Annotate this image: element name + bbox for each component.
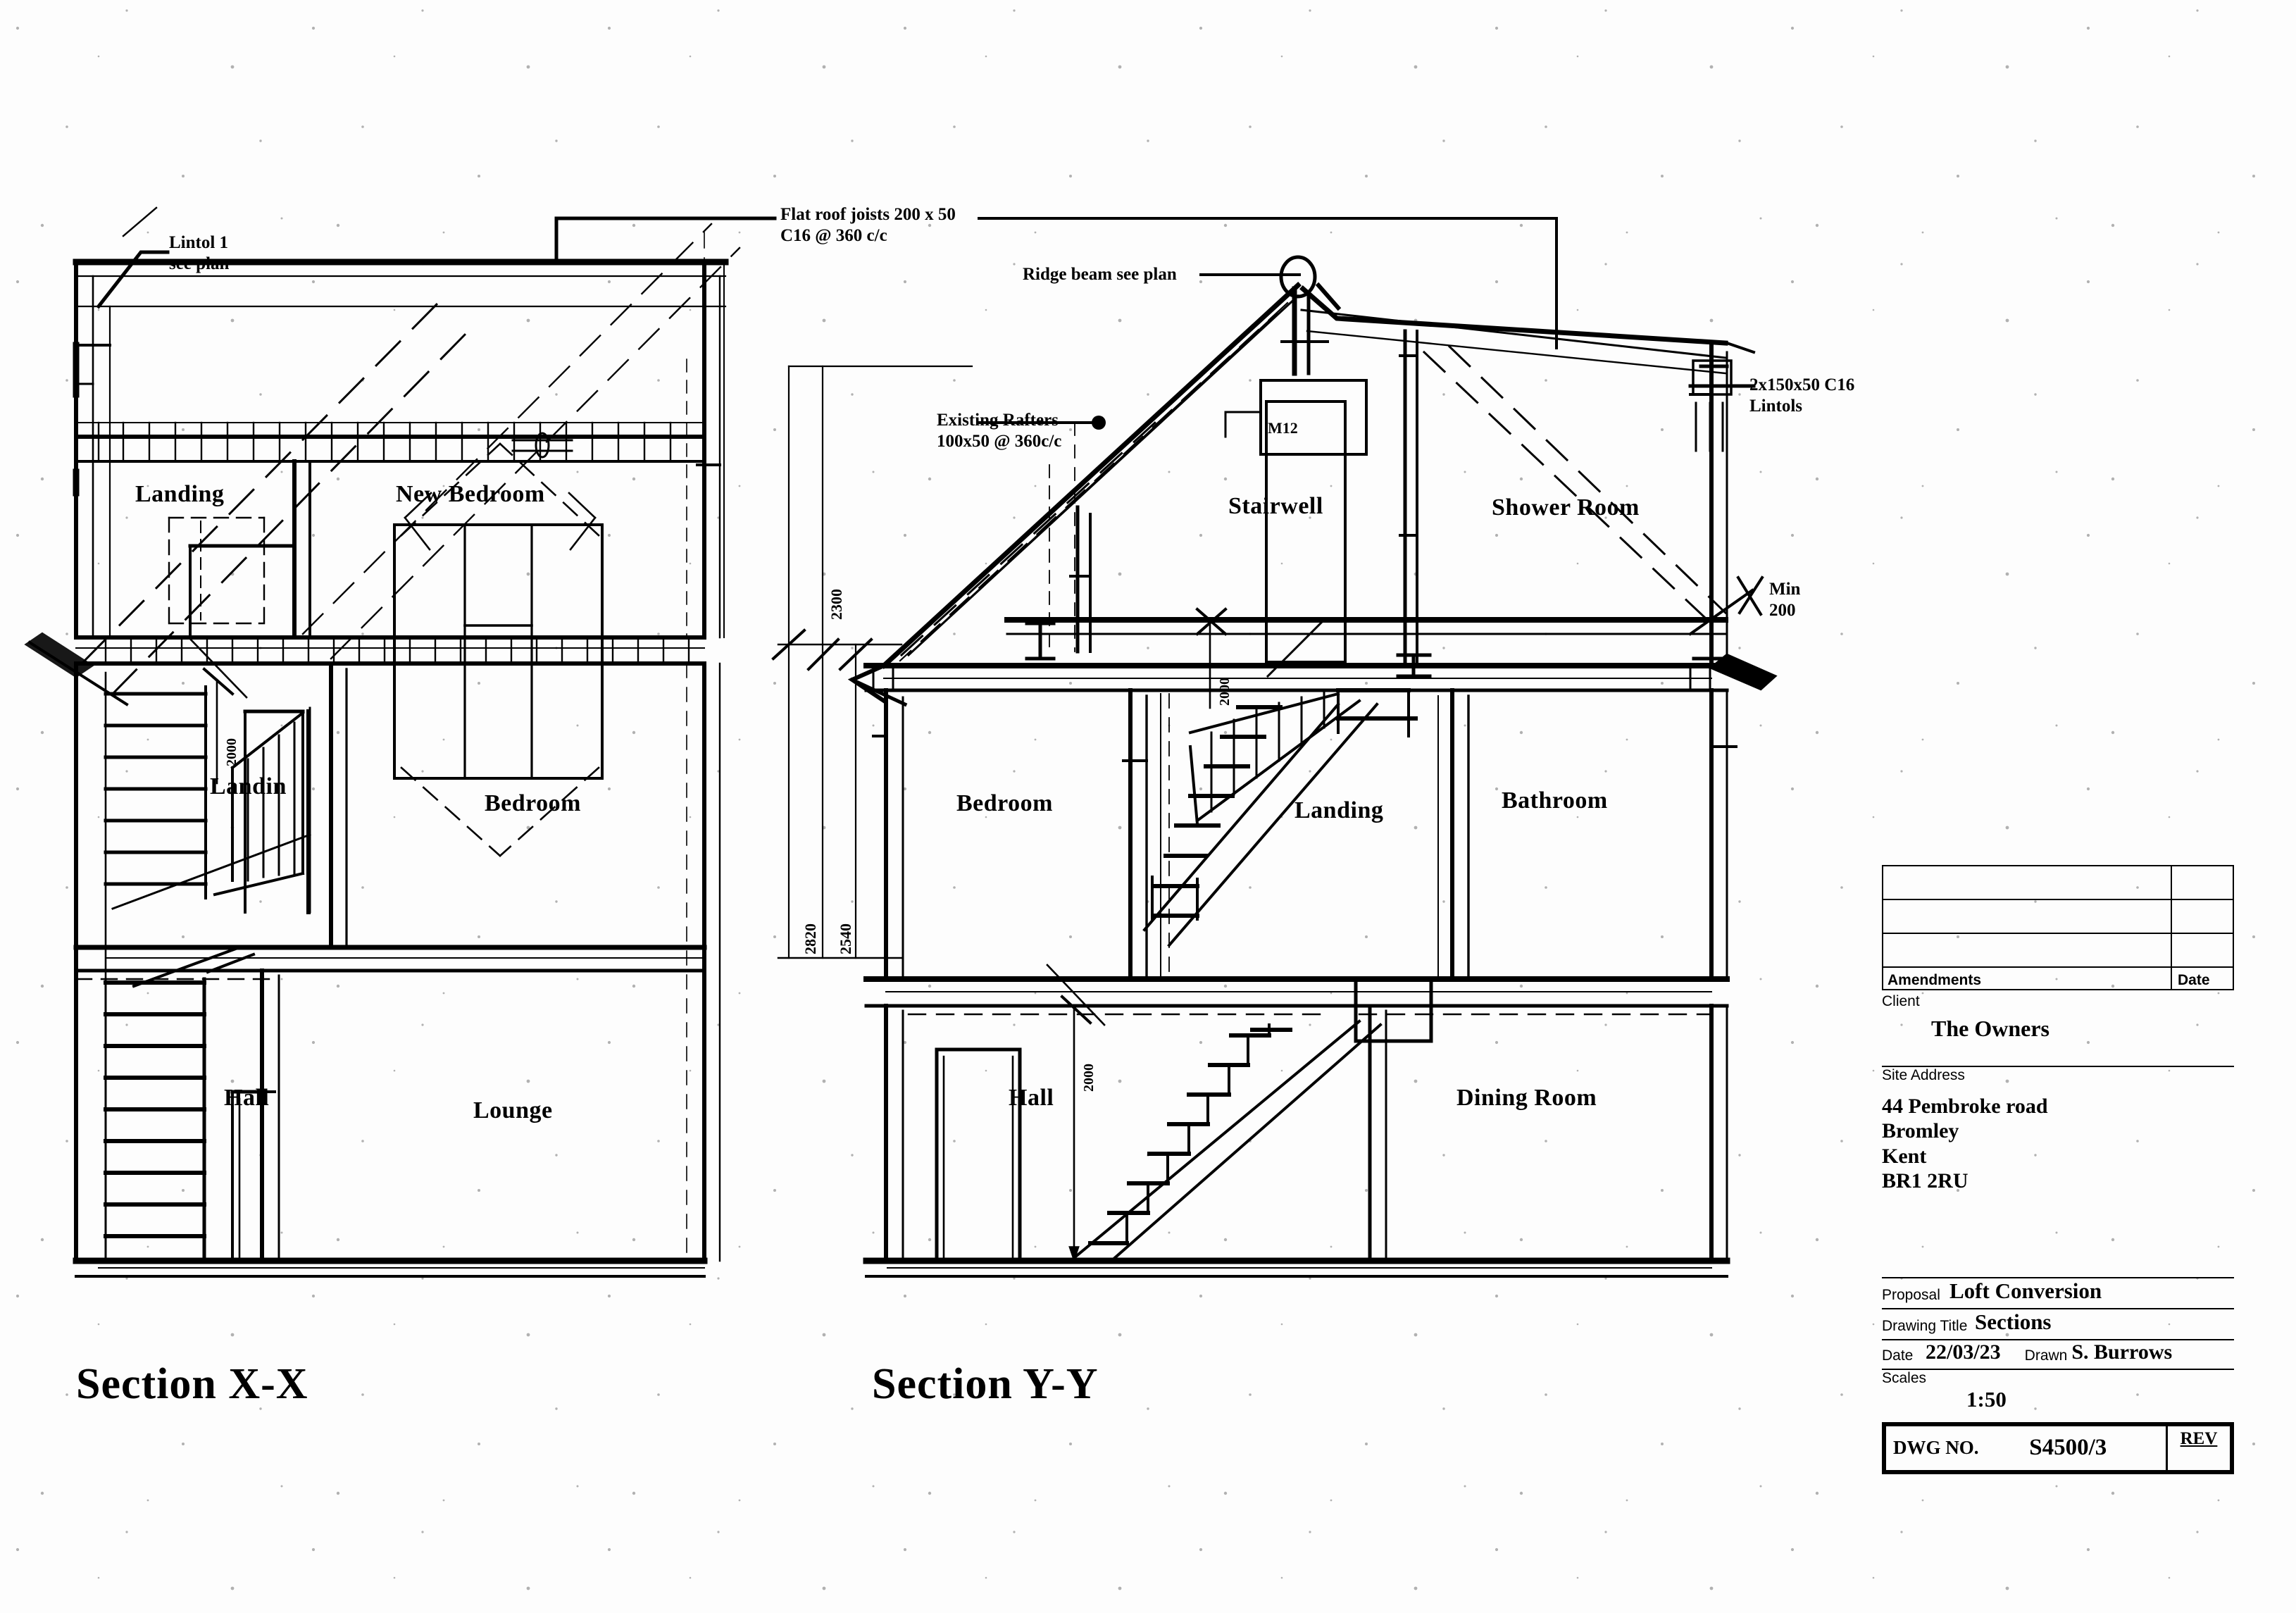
room-label-stairwell-yy: Stairwell — [1228, 493, 1323, 519]
amendment-cell[interactable] — [1882, 865, 2172, 900]
room-label-dining-room-yy: Dining Room — [1456, 1085, 1597, 1111]
amendment-date-cell[interactable] — [2171, 933, 2234, 968]
annotation-line: see plan — [169, 254, 230, 273]
divider — [1882, 1338, 2234, 1340]
client-field: Client The Owners — [1882, 993, 2234, 1042]
amendment-cell[interactable] — [1882, 899, 2172, 934]
room-label-lounge-xx: Lounge — [473, 1097, 553, 1123]
date-header-cell: Date — [2171, 966, 2234, 990]
annotation-line: 100x50 @ 360c/c — [937, 431, 1062, 451]
room-label-bedroom-xx: Bedroom — [485, 790, 581, 816]
amendments-label: Amendments — [1888, 972, 1982, 988]
client-caption: Client — [1882, 993, 1920, 1009]
amendments-header-cell: Amendments — [1882, 966, 2172, 990]
annotation-ridge-beam: Ridge beam see plan — [1023, 264, 1177, 285]
annotation-flat-roof-joists: Flat roof joists 200 x 50 C16 @ 360 c/c — [780, 204, 956, 246]
drawing-title-value[interactable]: Sections — [1975, 1309, 2052, 1334]
address-line: 44 Pembroke road — [1882, 1095, 2048, 1118]
annotation-min-200: Min 200 — [1769, 579, 1800, 621]
room-label-bedroom-yy: Bedroom — [956, 790, 1053, 816]
site-address-caption: Site Address — [1882, 1067, 1965, 1083]
dimension-2000-section-yy-upper: 2000 — [1217, 678, 1233, 706]
annotation-existing-rafters: Existing Rafters 100x50 @ 360c/c — [937, 410, 1061, 451]
annotation-line: 200 — [1769, 600, 1796, 620]
date-caption: Date — [1882, 1347, 1914, 1364]
annotation-lintols: 2x150x50 C16 Lintols — [1749, 375, 1854, 416]
annotation-line: C16 @ 360 c/c — [780, 225, 887, 245]
scales-field: Scales 1:50 — [1882, 1368, 2234, 1412]
annotation-line: Ridge beam see plan — [1023, 265, 1177, 284]
site-address-value[interactable]: 44 Pembroke road Bromley Kent BR1 2RU — [1882, 1094, 2234, 1194]
section-title-xx: Section X-X — [76, 1360, 308, 1408]
proposal-field: Proposal Loft Conversion — [1882, 1276, 2234, 1304]
dimension-2820: 2820 — [801, 923, 819, 954]
annotation-lintol-1: Lintol 1 see plan — [169, 232, 229, 274]
table-header-row: Amendments Date — [1882, 966, 2234, 990]
revision-caption: REV — [2180, 1428, 2218, 1448]
annotation-line: 2x150x50 C16 — [1749, 375, 1855, 394]
drawing-title-field: Drawing Title Sections — [1882, 1307, 2234, 1335]
site-address-field: Site Address 44 Pembroke road Bromley Ke… — [1882, 1066, 2234, 1194]
amendment-date-cell[interactable] — [2171, 899, 2234, 934]
annotation-line: Lintols — [1749, 396, 1803, 416]
annotation-line: Min — [1769, 580, 1801, 599]
room-label-hall-xx: Hall — [224, 1085, 270, 1111]
title-block: Amendments Date Client The Owners Site A… — [1882, 865, 2234, 1474]
dwg-number-value[interactable]: S4500/3 — [2029, 1435, 2107, 1461]
section-title-yy: Section Y-Y — [872, 1360, 1099, 1408]
annotation-line: Lintol 1 — [169, 233, 229, 252]
room-label-hall-yy: Hall — [1009, 1085, 1054, 1111]
address-line: Kent — [1882, 1144, 1927, 1168]
drawing-title-caption: Drawing Title — [1882, 1317, 1968, 1334]
proposal-value[interactable]: Loft Conversion — [1949, 1278, 2102, 1303]
drawn-value[interactable]: S. Burrows — [2071, 1340, 2173, 1364]
date-drawn-field: Date 22/03/23 Drawn S. Burrows — [1882, 1338, 2234, 1364]
date-value[interactable]: 22/03/23 — [1926, 1340, 2001, 1364]
address-line: Bromley — [1882, 1119, 1959, 1143]
room-label-landing-yy: Landing — [1294, 797, 1384, 823]
dimension-2300: 2300 — [828, 589, 845, 620]
scales-value[interactable]: 1:50 — [1966, 1386, 2007, 1412]
divider — [1882, 1368, 2234, 1370]
room-label-bathroom-yy: Bathroom — [1502, 787, 1608, 814]
room-label-shower-room-yy: Shower Room — [1492, 494, 1640, 521]
dimension-2000-section-xx: 2000 — [224, 738, 239, 766]
divider — [1882, 1276, 2234, 1278]
address-line: BR1 2RU — [1882, 1169, 1969, 1193]
room-label-landing-mid-xx: Landin — [210, 773, 287, 799]
amendment-date-cell[interactable] — [2171, 865, 2234, 900]
room-label-landing-upper-xx: Landing — [135, 481, 225, 507]
annotation-line: Existing Rafters — [937, 411, 1059, 430]
dwg-number-box: DWG NO. S4500/3 REV — [1882, 1421, 2234, 1474]
drawn-caption: Drawn — [2024, 1347, 2068, 1364]
divider — [1882, 1307, 2234, 1309]
room-label-new-bedroom-xx: New Bedroom — [396, 481, 545, 507]
table-row — [1882, 865, 2234, 900]
annotation-m12: M12 — [1268, 419, 1298, 437]
divider — [1882, 1066, 2234, 1067]
annotation-line: Flat roof joists 200 x 50 — [780, 205, 956, 224]
client-name-value[interactable]: The Owners — [1931, 1016, 2049, 1041]
dimension-2000-section-yy-lower: 2000 — [1081, 1064, 1097, 1092]
amendments-table: Amendments Date — [1882, 865, 2234, 990]
proposal-caption: Proposal — [1882, 1286, 1940, 1303]
amendment-cell[interactable] — [1882, 933, 2172, 968]
dimension-2540: 2540 — [837, 923, 854, 954]
scales-caption: Scales — [1882, 1369, 1927, 1386]
table-row — [1882, 933, 2234, 968]
table-row — [1882, 899, 2234, 934]
revision-cell[interactable]: REV — [2166, 1426, 2230, 1470]
date-column-label: Date — [2178, 972, 2210, 988]
dwg-number-caption: DWG NO. — [1893, 1437, 1979, 1459]
